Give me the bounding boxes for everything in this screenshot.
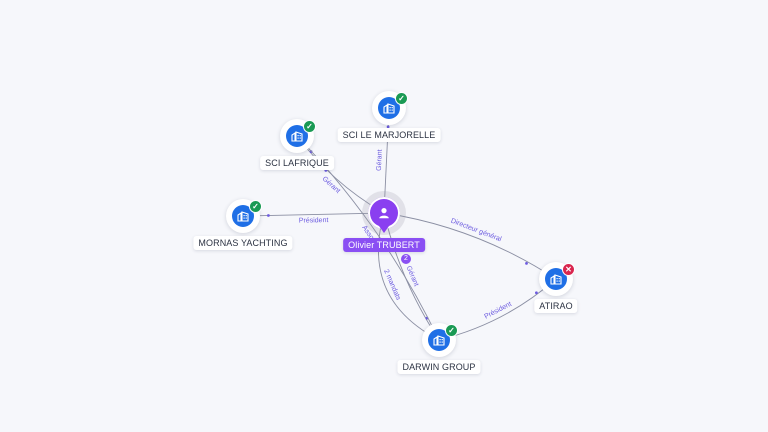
user-icon: [368, 197, 400, 229]
edge-label: Gérant: [376, 149, 384, 171]
edge-arrow-marker: [535, 291, 538, 295]
check-icon: ✓: [303, 120, 316, 133]
company-icon: [428, 329, 450, 351]
cross-icon: ✕: [562, 263, 575, 276]
edge-arrow-marker: [525, 262, 528, 265]
pin-tip: [379, 226, 389, 233]
company-name-label[interactable]: DARWIN GROUP: [397, 360, 481, 374]
company-name-label[interactable]: ATIRAO: [534, 299, 578, 313]
company-icon: [286, 125, 308, 147]
company-icon: [378, 97, 400, 119]
check-icon: ✓: [445, 324, 458, 337]
edge-label: Gérant: [321, 176, 342, 195]
edge-arrow-marker: [267, 214, 270, 217]
edge-label: Président: [299, 217, 329, 225]
company-name-label[interactable]: SCI LE MARJORELLE: [337, 128, 441, 142]
edge-label: Gérant: [405, 265, 420, 287]
edge-person-atirao: [383, 212, 557, 280]
edge-arrow-marker: [386, 125, 390, 129]
company-name-label[interactable]: MORNAS YACHTING: [193, 236, 293, 250]
company-icon: [545, 268, 567, 290]
person-name-label[interactable]: Olivier TRUBERT: [343, 238, 425, 252]
mandate-count-badge: 2: [401, 254, 411, 264]
check-icon: ✓: [249, 200, 262, 213]
check-icon: ✓: [395, 92, 408, 105]
company-name-label[interactable]: SCI LAFRIQUE: [260, 156, 334, 170]
company-icon: [232, 205, 254, 227]
